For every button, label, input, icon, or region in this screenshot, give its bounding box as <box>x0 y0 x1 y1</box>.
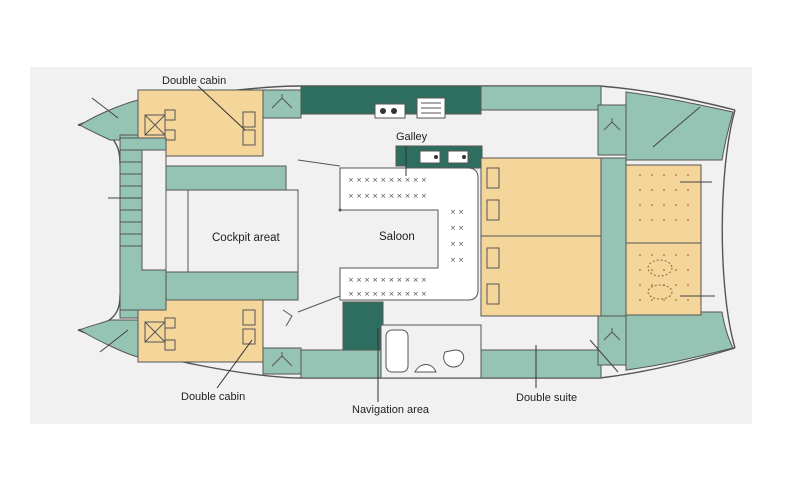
top-right-teal <box>480 85 602 111</box>
label-saloon: Saloon <box>379 231 415 243</box>
svg-text:× ×: × × <box>450 208 464 216</box>
saloon-dot-left <box>338 208 342 212</box>
galley-counter-dark <box>405 145 483 169</box>
suite-side-teal <box>600 157 627 317</box>
top-bow-right-teal <box>625 91 734 161</box>
suite-pillow-4 <box>486 283 500 305</box>
bottom-left-leader-line <box>99 329 129 353</box>
trampoline-bottom <box>625 242 702 316</box>
svg-text:× × × × × × × × × ×: × × × × × × × × × × <box>348 290 427 298</box>
oven-lines <box>421 102 441 114</box>
svg-text:× × × × × × × × × ×: × × × × × × × × × × <box>348 192 427 200</box>
suite-pillow-2 <box>486 199 500 221</box>
cabin-bottom-hatch-cross <box>144 321 166 343</box>
cabin-top-hatch <box>144 114 166 136</box>
svg-text:× × × × × × × × × ×: × × × × × × × × × × <box>348 276 427 284</box>
cabin-bottom-shelf-1 <box>164 317 176 329</box>
hanger-icon <box>271 94 293 109</box>
cabin-top-pillow-2 <box>242 129 256 146</box>
top-leader-line <box>652 106 701 148</box>
label-navigation-area: Navigation area <box>352 404 430 416</box>
saloon-door-line-top <box>297 159 341 167</box>
cabin-top-hatch-cross <box>144 114 166 136</box>
cabin-bottom-shelf-2 <box>164 339 176 351</box>
label-double-suite: Double suite <box>516 392 578 404</box>
sink-drain-2 <box>462 155 466 159</box>
helm-seat-icon <box>282 309 293 327</box>
label-double-cabin-top: Double cabin <box>162 75 227 87</box>
label-galley: Galley <box>396 131 428 143</box>
stove-panel <box>374 103 406 119</box>
saloon-door-line-bottom <box>297 295 341 313</box>
cockpit-table <box>187 189 299 273</box>
top-double-cabin <box>137 89 264 157</box>
cabin-top-shelf-1 <box>164 109 176 121</box>
sink-drain-1 <box>434 155 438 159</box>
sink-icon <box>414 364 437 373</box>
galley-side-dark <box>395 145 407 167</box>
trampoline-dots <box>639 174 689 301</box>
svg-text:× × × × × × × × × ×: × × × × × × × × × × <box>348 176 427 184</box>
suite-pillow-3 <box>486 247 500 269</box>
bridge-deck: × × × × × × × × × × × × × × × × × × × × … <box>108 137 715 327</box>
top-left-leader-line <box>91 97 119 119</box>
hanger-icon-bottom-right <box>603 328 621 341</box>
svg-text:× ×: × × <box>450 240 464 248</box>
cockpit-bench-top <box>165 165 287 191</box>
top-right-step <box>597 104 627 156</box>
hatch-oval-1 <box>647 259 673 277</box>
cabin-bottom-pillow-1 <box>242 309 256 326</box>
bottom-right-step <box>597 314 627 366</box>
sink-1 <box>419 150 441 164</box>
stove-burner-2 <box>391 108 397 114</box>
steps-center-panel <box>141 149 167 271</box>
bottom-corridor-teal-2 <box>300 349 382 379</box>
cabin-bottom-hatch <box>144 321 166 343</box>
trampoline-top <box>625 164 702 244</box>
settee-pattern: × × × × × × × × × × × × × × × × × × × × … <box>348 176 464 298</box>
suite-berth-top <box>480 157 602 237</box>
label-cockpit-area: Cockpit areat <box>212 232 280 244</box>
bottom-leader-line <box>589 339 619 373</box>
bottom-right-teal <box>480 349 602 379</box>
cabin-top-shelf-2 <box>164 129 176 141</box>
toilet-icon <box>443 349 465 368</box>
label-double-cabin-bottom: Double cabin <box>181 391 246 403</box>
bottom-corridor-teal <box>262 347 302 375</box>
suite-berth-bottom <box>480 235 602 317</box>
shower-tray <box>385 329 409 373</box>
hatch-oval-2 <box>647 284 673 300</box>
cabin-top-pillow-1 <box>242 111 256 128</box>
svg-text:× ×: × × <box>450 256 464 264</box>
svg-text:× ×: × × <box>450 224 464 232</box>
bottom-bow-right-teal <box>625 311 734 371</box>
cockpit-bench-bottom <box>165 271 299 301</box>
label-leaders <box>197 85 537 402</box>
sink-2 <box>447 150 469 164</box>
hanger-icon-bottom <box>271 352 293 367</box>
nav-dark-block <box>342 301 384 351</box>
saloon-u-settee <box>339 167 479 301</box>
hanger-icon-right <box>603 118 621 131</box>
stove-burner-1 <box>380 108 386 114</box>
suite-pillow-1 <box>486 167 500 189</box>
